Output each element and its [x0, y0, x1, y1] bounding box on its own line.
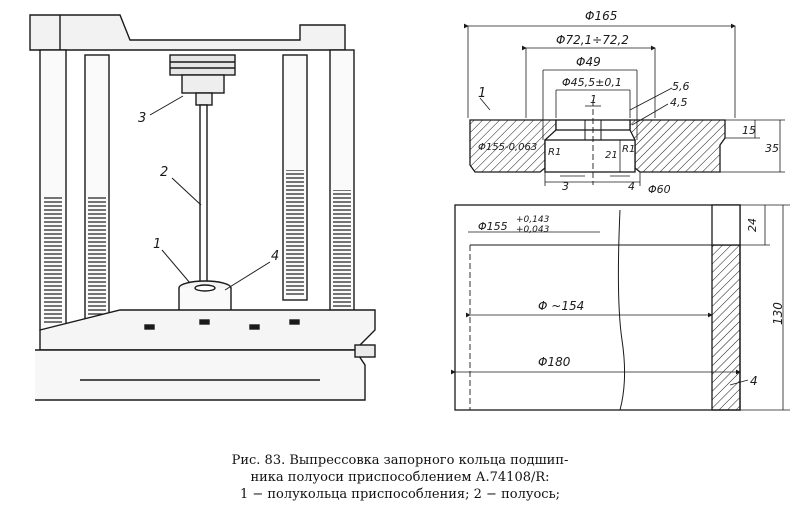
dim-d45: Φ45,5±0,1	[562, 76, 622, 89]
half-ring-section	[464, 23, 785, 186]
dim-c45: 4,5	[670, 96, 688, 109]
dim-w4: 4	[628, 180, 635, 193]
technical-figure: 3 2 1 4	[29, 9, 790, 411]
dim-tol-upper: +0,143	[516, 215, 550, 225]
dim-d154: Φ ~154	[538, 299, 584, 313]
dim-d155-tol: Φ155	[478, 220, 508, 233]
press-label-1: 1	[153, 237, 161, 252]
press-illustration	[29, 14, 376, 401]
dim-h15: 15	[742, 124, 756, 137]
figure-caption-line-1: Рис. 83. Выпрессовка запорного кольца по…	[231, 453, 569, 468]
press-label-2: 2	[160, 165, 168, 180]
cup-section	[451, 204, 790, 411]
dim-d165: Φ165	[585, 9, 617, 23]
figure-caption-line-3: 1 − полукольца приспособления; 2 − полуо…	[239, 487, 561, 502]
figure-caption-line-2: ника полуоси приспособлением А.74108/R:	[250, 470, 550, 485]
dim-r1-left: R1	[548, 147, 561, 158]
dim-d60: Φ60	[648, 183, 671, 196]
press-label-3: 3	[138, 111, 146, 126]
dim-h24: 24	[746, 218, 759, 232]
part-label-4: 4	[750, 374, 758, 388]
dim-w3: 3	[562, 180, 569, 193]
dim-h130: 130	[771, 302, 785, 325]
dim-d49: Φ49	[576, 55, 601, 69]
dim-h21: 21	[605, 150, 618, 161]
dim-r1-right: R1	[622, 144, 635, 155]
part-label-1: 1	[478, 86, 486, 101]
dim-d155: Φ155-0,063	[478, 142, 537, 153]
dim-tol-lower: +0,043	[516, 225, 550, 235]
dim-d72: Φ72,1÷72,2	[556, 33, 629, 47]
dim-w1: 1	[590, 93, 597, 106]
press-label-4: 4	[271, 249, 279, 264]
dim-c56: 5,6	[672, 80, 690, 93]
dim-h35: 35	[765, 142, 779, 155]
dim-d180: Φ180	[538, 355, 571, 369]
